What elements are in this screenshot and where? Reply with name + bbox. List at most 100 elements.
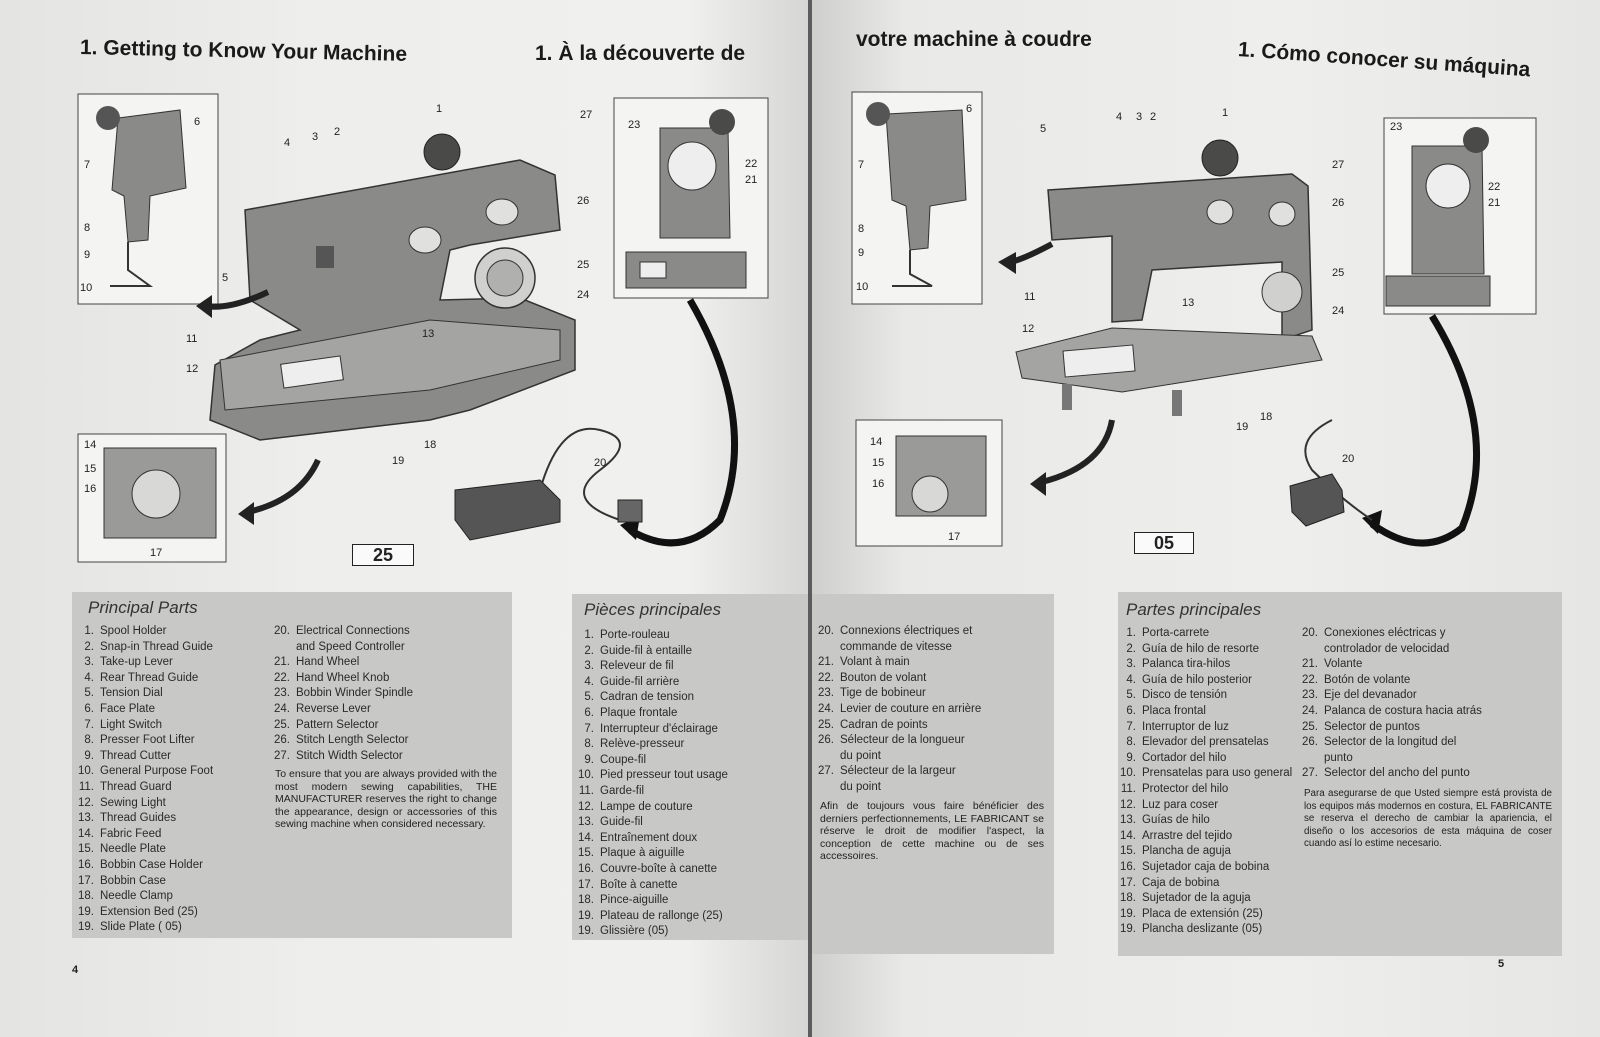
page-number-right: 5 (1498, 958, 1505, 970)
item-number: 17. (1120, 876, 1136, 889)
svg-text:3: 3 (1136, 111, 1142, 123)
svg-text:11: 11 (186, 333, 197, 345)
list-item: 11.Protector del hilo (1114, 782, 1292, 798)
list-item: 6.Plaque frontale (572, 706, 728, 722)
item-number: 16. (578, 862, 594, 875)
item-number: 1. (1126, 627, 1136, 639)
item-number: 18. (578, 894, 594, 907)
item-label: Plancha de aguja (1142, 845, 1231, 858)
item-label: Slide Plate ( 05) (100, 921, 182, 934)
item-label: Lampe de couture (600, 800, 693, 813)
item-label: Thread Guides (100, 812, 177, 825)
list-item: 26.Sélecteur de la longueur (812, 733, 981, 749)
svg-text:23: 23 (628, 119, 640, 131)
item-number: 13. (1120, 814, 1136, 827)
list-item: 27. Stitch Width Selector (268, 749, 413, 765)
item-number: 21. (1302, 658, 1318, 671)
list-item: 7.Light Switch (72, 718, 213, 734)
item-number: 9. (1126, 751, 1136, 764)
item-number: 10. (1120, 767, 1136, 780)
list-item: 10.Prensatelas para uso general (1114, 766, 1292, 782)
item-number: 14. (578, 831, 594, 844)
item-number: 24. (818, 702, 834, 715)
list-item: 14.Arrastre del tejido (1114, 829, 1292, 845)
list-item: 11.Thread Guard (72, 780, 213, 796)
item-number: 5. (1126, 689, 1136, 702)
item-number: 25. (274, 718, 290, 731)
list-item: 13.Guías de hilo (1114, 813, 1292, 829)
item-label: Boîte à canette (600, 878, 678, 891)
item-label: Plancha deslizante (05) (1142, 923, 1263, 936)
svg-text:27: 27 (580, 109, 592, 121)
item-number: 8. (1126, 736, 1136, 749)
list-item: 5. Disco de tensión (1114, 688, 1292, 704)
item-number: 6. (1126, 704, 1136, 717)
list-item: 17.Caja de bobina (1114, 876, 1292, 892)
heading-french-start: 1. À la découverte de (535, 42, 746, 65)
manufacturer-note-en: To ensure that you are always provided w… (275, 768, 497, 830)
list-item: controlador de velocidad (1296, 642, 1482, 658)
list-item: 10. Pied presseur tout usage (572, 768, 728, 784)
item-label: and Speed Controller (296, 640, 405, 653)
list-item: 1. Porta-carrete (1114, 626, 1292, 642)
item-number: 10. (578, 769, 594, 782)
svg-text:13: 13 (422, 328, 434, 340)
item-label: Couvre-boîte à canette (600, 862, 717, 875)
item-label: Sewing Light (100, 796, 166, 809)
item-label: Disco de tensión (1142, 689, 1228, 702)
item-number: 15. (78, 843, 94, 856)
item-label: Eje del devanador (1324, 689, 1417, 702)
item-label: Conexiones eléctricas y (1324, 627, 1446, 639)
svg-text:9: 9 (84, 249, 90, 261)
item-number: 7. (1126, 720, 1136, 733)
svg-text:27: 27 (1332, 159, 1344, 171)
list-item: 17. Boîte à canette (572, 878, 728, 894)
item-number: 14. (1120, 829, 1136, 842)
svg-text:11: 11 (1024, 291, 1035, 303)
list-item: 3.Take-up Lever (72, 655, 213, 671)
list-item: 4.Guía de hilo posterior (1114, 673, 1292, 689)
item-label: Plaque frontale (600, 706, 678, 719)
list-item: 25.Pattern Selector (268, 718, 413, 734)
item-label: Pied presseur tout usage (600, 769, 728, 782)
svg-text:17: 17 (948, 531, 960, 543)
item-number: 3. (1126, 658, 1136, 671)
partes-principales-title: Partes principales (1126, 600, 1262, 619)
item-label: Porta-carrete (1142, 627, 1210, 639)
list-item: 20.Connexions électriques et (812, 624, 981, 640)
item-number: 17. (578, 878, 594, 891)
item-label: Sélecteur de la largeur (840, 765, 956, 778)
item-number: 23. (274, 687, 290, 700)
manufacturer-note-es: Para asegurarse de que Usted siempre est… (1304, 788, 1552, 849)
item-label: General Purpose Foot (100, 765, 214, 778)
item-number: 17. (78, 874, 94, 887)
item-number: 16. (1120, 860, 1136, 873)
item-number: 27. (274, 749, 290, 762)
item-label: Fabric Feed (100, 827, 162, 840)
svg-text:9: 9 (858, 247, 864, 259)
page-number-left: 4 (72, 964, 79, 976)
svg-text:2: 2 (334, 126, 340, 138)
item-label: Guía de hilo de resorte (1142, 642, 1259, 655)
svg-text:24: 24 (577, 289, 589, 301)
list-item: commande de vitesse (812, 640, 981, 656)
item-number: 4. (84, 671, 94, 684)
list-item: 25.Selector de puntos (1296, 720, 1482, 736)
list-item: 6.Placa frontal (1114, 704, 1292, 720)
item-number: 14. (78, 827, 94, 840)
item-label: Stitch Width Selector (296, 749, 403, 762)
list-item: 27.Selector del ancho del punto (1296, 766, 1482, 782)
list-item: 3.Releveur de fil (572, 659, 728, 675)
item-label: Glissière (05) (600, 925, 669, 938)
machine-body (1047, 173, 1313, 342)
list-item: 18.Pince-aiguille (572, 893, 728, 909)
svg-text:5: 5 (1040, 123, 1046, 135)
item-label: Face Plate (100, 702, 155, 715)
svg-text:19: 19 (392, 455, 404, 467)
